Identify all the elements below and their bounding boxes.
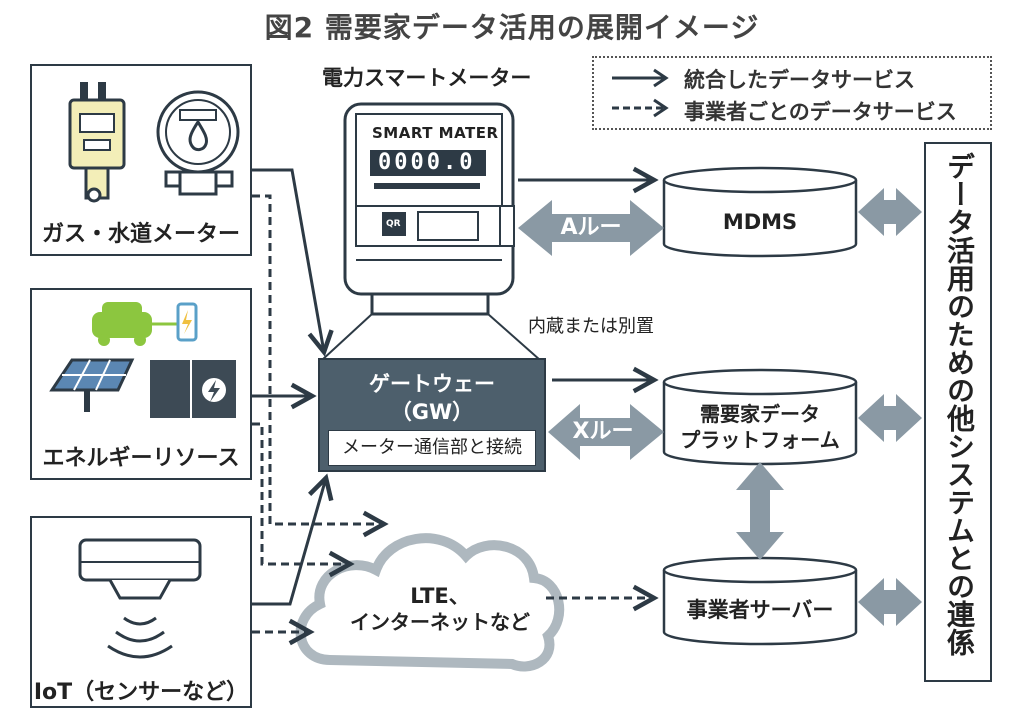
- server-cylinder: [662, 556, 858, 646]
- other-systems-integration-bar: データ活用のための他システムとの連係: [924, 142, 992, 682]
- iot-box: IoT（センサーなど）: [30, 516, 252, 708]
- legend: 統合したデータサービス 事業者ごとのデータサービス: [592, 56, 992, 130]
- legend-solid-label: 統合したデータサービス: [684, 68, 915, 92]
- server-label: 事業者サーバー: [686, 598, 834, 622]
- smart-meter-reading: 0000.0: [378, 150, 476, 175]
- gateway-title: ゲートウェー: [369, 372, 495, 396]
- gateway-abbr: （GW）: [390, 400, 474, 424]
- platform-cylinder: [662, 368, 858, 466]
- gas-water-meter-label: ガス・水道メーター: [41, 222, 240, 247]
- energy-resource-box: エネルギーリソース: [30, 288, 252, 480]
- legend-lines: [612, 68, 669, 118]
- figure-title: 図2 需要家データ活用の展開イメージ: [264, 11, 760, 44]
- mdms-cylinder: [662, 166, 858, 258]
- gas-water-meter-box: ガス・水道メーター: [30, 64, 252, 256]
- qr-code-icon: QR: [386, 219, 401, 229]
- platform-label-line1: 需要家データ: [700, 402, 820, 426]
- gateway-box: ゲートウェー （GW） メーター通信部と接続: [318, 358, 546, 472]
- energy-resource-icon: [49, 302, 236, 418]
- smart-meter-heading: 電力スマートメーター: [322, 66, 532, 90]
- cloud-label-line2: インターネットなど: [350, 610, 530, 634]
- mdms-label: MDMS: [722, 210, 798, 234]
- iot-label: IoT（センサーなど）: [33, 680, 249, 705]
- internal-or-separate-note: 内蔵または別置: [528, 316, 654, 337]
- other-systems-integration-label: データ活用のための他システムとの連係: [943, 152, 976, 656]
- a-route-label: Aルート: [560, 215, 622, 268]
- smart-meter-brand: SMART MATER: [372, 124, 499, 142]
- legend-dashed-label: 事業者ごとのデータサービス: [684, 100, 957, 124]
- energy-resource-label: エネルギーリソース: [42, 446, 240, 471]
- gateway-subtitle: メーター通信部と接続: [328, 430, 536, 466]
- platform-label-line2: プラットフォーム: [680, 428, 840, 452]
- x-route-label: Xルート: [572, 419, 634, 472]
- cloud-label-line1: LTE、: [410, 584, 470, 608]
- gas-water-meter-icon: [68, 82, 240, 203]
- iot-sensor-icon: [78, 538, 202, 659]
